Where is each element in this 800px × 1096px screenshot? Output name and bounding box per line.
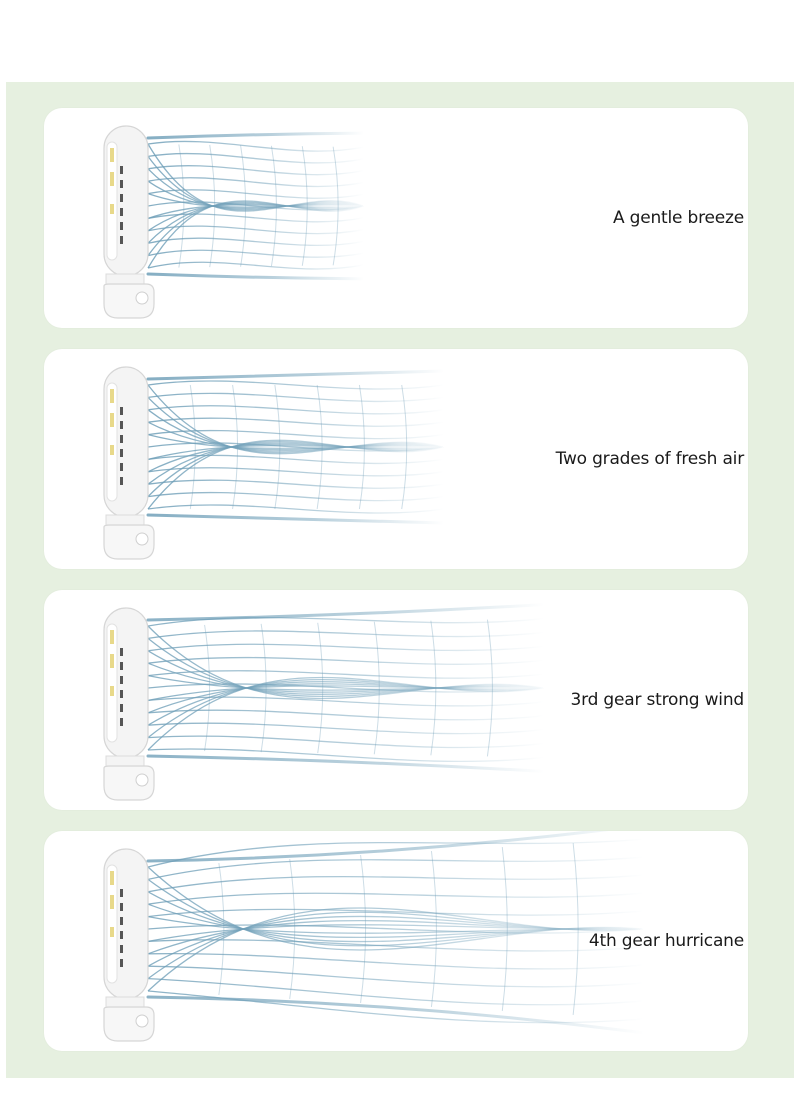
mode-illustration-2 [103,366,446,560]
airflow-lines-icon [146,831,646,1035]
mode-label-3: 3rd gear strong wind [570,690,745,710]
mode-card-1: A gentle breeze [44,108,748,328]
desk-fan-icon [103,848,155,1042]
desk-fan-icon [103,125,155,319]
airflow-lines-icon [146,369,446,525]
mode-label-4: 4th gear hurricane [588,931,744,951]
desk-fan-icon [103,607,155,801]
mode-card-3: 3rd gear strong wind [44,590,748,810]
mode-card-2: Two grades of fresh air [44,349,748,569]
mode-illustration-3 [103,603,546,801]
airflow-lines-icon [146,603,546,773]
desk-fan-icon [103,366,155,560]
mode-label-1: A gentle breeze [612,208,744,228]
mode-illustration-1 [103,125,366,319]
airflow-lines-icon [146,131,366,281]
mode-label-2: Two grades of fresh air [555,449,745,469]
mode-illustration-4 [103,831,646,1042]
mode-card-4: 4th gear hurricane [44,831,748,1051]
